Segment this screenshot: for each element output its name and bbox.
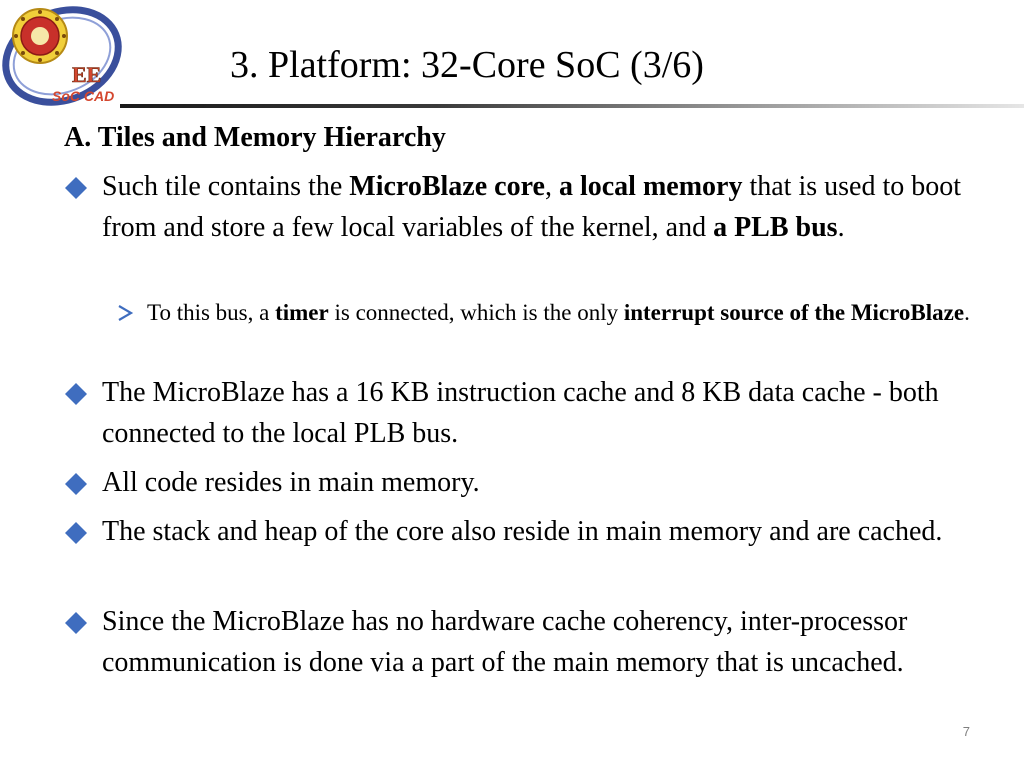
bold-text-run: a local memory [558,171,743,202]
text-run: To this bus, a [147,300,276,325]
text-run: , [544,171,559,202]
section-heading: A. Tiles and Memory Hierarchy [64,122,446,153]
bold-text-run: interrupt source of the MicroBlaze [623,300,965,325]
logo-badge-text: EE [72,62,101,87]
bullet-item: The MicroBlaze has a 16 KB instruction c… [64,372,984,454]
diamond-bullet-icon [65,177,87,199]
sub-bullet-text: To this bus, a timer is connected, which… [147,296,976,329]
text-run: that is used to boot from and store a fe… [102,171,961,243]
bullet-item: Such tile contains the MicroBlaze core, … [64,166,984,248]
bullet-item: All code resides in main memory. [64,462,984,503]
slide-title: 3. Platform: 32-Core SoC (3/6) [230,44,704,86]
text-run: . [837,212,845,243]
bullet-text: Such tile contains the MicroBlaze core, … [102,166,984,248]
bullet-item: The stack and heap of the core also resi… [64,511,984,552]
bold-text-run: MicroBlaze core [349,171,545,202]
diamond-bullet-icon [65,473,87,495]
bullet-text: The stack and heap of the core also resi… [102,516,943,547]
bullet-text: All code resides in main memory. [102,467,480,498]
arrowhead-bullet-icon [118,305,134,321]
title-underline [120,104,1024,108]
ee-soc-cad-logo: EE SoC CAD [0,0,130,110]
text-run: . [964,300,970,325]
logo-caption: SoC CAD [52,88,114,104]
diamond-bullet-icon [65,612,87,634]
bold-text-run: a PLB bus [713,212,838,243]
diamond-bullet-icon [65,522,87,544]
bullet-text: Since the MicroBlaze has no hardware cac… [102,606,908,678]
bold-text-run: timer [275,300,329,325]
text-run: is connected, which is the only [328,300,624,325]
sub-bullet-item: To this bus, a timer is connected, which… [116,296,976,329]
page-number: 7 [962,724,970,739]
bullet-item: Since the MicroBlaze has no hardware cac… [64,601,984,683]
diamond-bullet-icon [65,383,87,405]
text-run: Such tile contains the [102,171,350,202]
logo-graphic: EE SoC CAD [2,6,122,106]
bullet-text: The MicroBlaze has a 16 KB instruction c… [102,377,939,449]
